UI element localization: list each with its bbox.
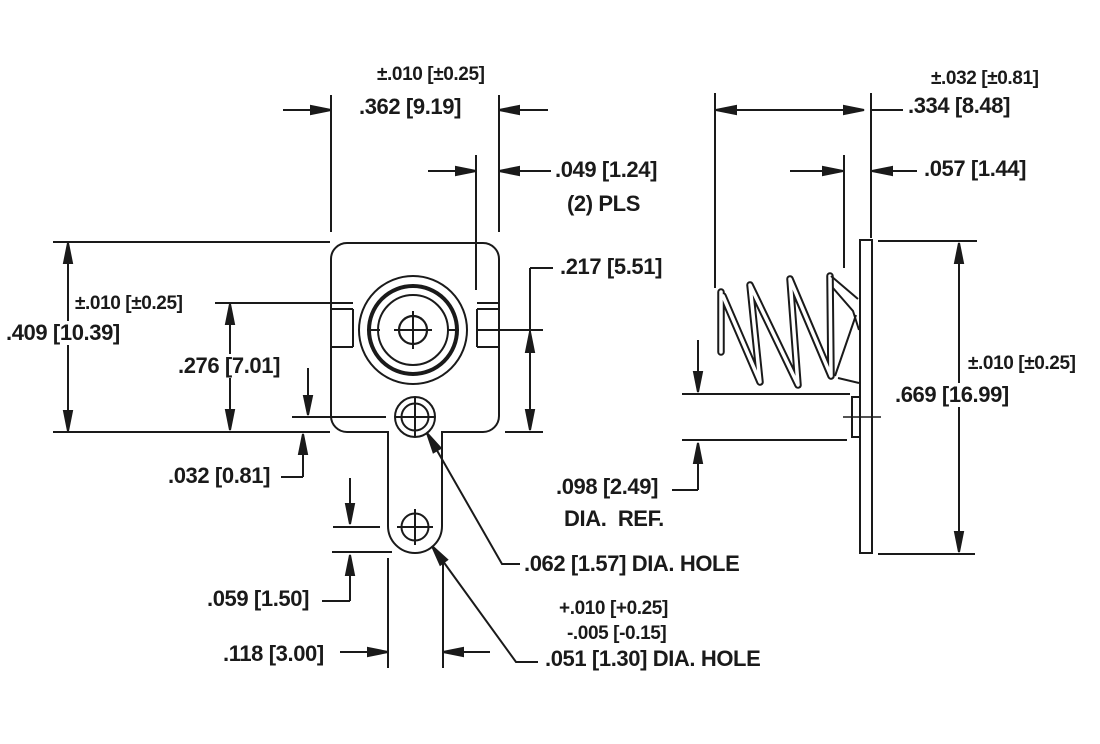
- dim-top-width: .362 [9.19]: [357, 94, 464, 119]
- dim-lower-hole-tol-plus: +.010 [+0.25]: [557, 598, 670, 619]
- side-view-outline: [843, 239, 881, 554]
- dim-notch-to-bottom: .276 [7.01]: [176, 353, 283, 378]
- front-view-outline: [330, 242, 500, 554]
- dim-hole-to-end: .059 [1.50]: [205, 586, 312, 611]
- dim-boss-diameter: .098 [2.49]: [554, 474, 661, 499]
- dim-upper-hole: .062 [1.57] DIA. HOLE: [522, 551, 742, 576]
- side-view-dimensions: [672, 93, 977, 555]
- dim-depth-tolerance: ±.032 [±0.81]: [929, 68, 1041, 89]
- spring: [717, 272, 860, 389]
- dim-tab-offset: .049 [1.24]: [553, 157, 660, 182]
- front-view-dimensions: [53, 95, 553, 668]
- dim-side-height: .669 [16.99]: [893, 382, 1011, 407]
- dim-depth: .334 [8.48]: [906, 93, 1013, 118]
- dim-height-tolerance: ±.010 [±0.25]: [73, 293, 185, 314]
- dim-hole-edge: .032 [0.81]: [166, 463, 273, 488]
- dim-plate-offset: .057 [1.44]: [922, 156, 1029, 181]
- dim-lower-hole: .051 [1.30] DIA. HOLE: [543, 646, 763, 671]
- dim-tab-width: .118 [3.00]: [221, 641, 326, 666]
- dim-side-height-tolerance: ±.010 [±0.25]: [966, 353, 1078, 374]
- dim-lower-hole-tol-minus: -.005 [-0.15]: [565, 623, 669, 644]
- dim-tab-places: (2) PLS: [565, 191, 642, 216]
- dim-top-width-tolerance: ±.010 [±0.25]: [375, 64, 487, 85]
- dim-center-to-bottom: .217 [5.51]: [558, 254, 665, 279]
- dim-height: .409 [10.39]: [4, 320, 122, 345]
- dim-boss-diameter-ref: DIA. REF.: [562, 506, 666, 531]
